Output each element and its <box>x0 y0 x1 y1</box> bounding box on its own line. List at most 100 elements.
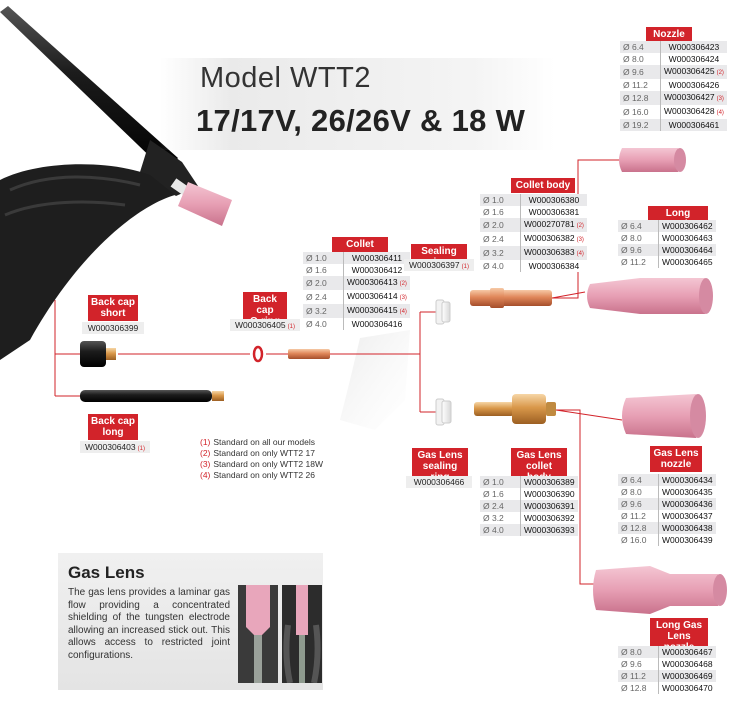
back-cap-long-code: W000306403(1) <box>80 441 150 453</box>
article-number: W000306415 <box>347 305 398 315</box>
footnotes: (1)Standard on all our models(2)Standard… <box>200 437 323 481</box>
footnote-number: (4) <box>200 470 211 480</box>
article-number: W000270781 <box>524 219 575 229</box>
article-number: W000306434 <box>662 475 713 485</box>
article-cell: W000306389 <box>520 476 578 488</box>
diameter-cell: Ø 11.2 <box>618 670 659 682</box>
article-number: W000306413 <box>347 277 398 287</box>
footnote-item: (4)Standard on only WTT2 26 <box>200 470 323 481</box>
article-cell: W000306412 <box>343 264 410 276</box>
article-cell: W000306437 <box>658 510 716 522</box>
torch-drawing <box>0 6 232 360</box>
article-number: W000306468 <box>662 659 713 669</box>
footnote-item: (3)Standard on only WTT2 18W <box>200 459 323 470</box>
diameter-cell: Ø 2.0 <box>480 218 521 232</box>
diameter-cell: Ø 8.0 <box>618 486 659 498</box>
nozzle-label: Nozzle <box>646 27 692 42</box>
article-cell: W000306426 <box>660 79 727 91</box>
article-cell: W000306383(4) <box>520 246 587 260</box>
gas-lens-sealing-ring-code: W000306466 <box>406 476 472 488</box>
article-number: W000306467 <box>662 647 713 657</box>
diameter-cell: Ø 2.4 <box>480 500 521 512</box>
collet-label: Collet <box>332 237 388 252</box>
article-cell: W000306380 <box>520 194 587 206</box>
article-number: W000306425 <box>664 66 715 76</box>
article-cell: W000270781(2) <box>520 218 587 232</box>
article-number: W000306463 <box>662 233 713 243</box>
footnote-ref: (4) <box>576 251 584 257</box>
diameter-cell: Ø 9.6 <box>618 244 659 256</box>
article-cell: W000306468 <box>658 658 716 670</box>
footnote-text: Standard on only WTT2 18W <box>213 459 323 469</box>
diameter-cell: Ø 8.0 <box>620 53 661 65</box>
sealing-ring-code: W000306397(1) <box>404 259 474 271</box>
torch-head-outline <box>340 330 410 430</box>
gas-lens-description: The gas lens provides a laminar gas flow… <box>68 587 230 661</box>
back-cap-short-drawing <box>80 341 116 367</box>
article-cell: W000306392 <box>520 512 578 524</box>
footnote-ref: (2) <box>716 70 724 76</box>
article-number: W000306439 <box>662 535 713 545</box>
article-cell: W000306465 <box>658 256 716 268</box>
diameter-cell: Ø 8.0 <box>618 646 659 658</box>
gas-lens-title: Gas Lens <box>68 563 145 582</box>
article-number: W000306416 <box>351 319 403 329</box>
article-cell: W000306439 <box>658 534 716 546</box>
article-number: W000306426 <box>668 80 720 90</box>
footnote-number: (1) <box>200 437 211 447</box>
article-number: W000306411 <box>351 253 402 263</box>
article-cell: W000306425(2) <box>660 65 727 79</box>
article-cell: W000306390 <box>520 488 578 500</box>
diameter-cell: Ø 6.4 <box>618 220 659 232</box>
collet-drawing <box>288 349 330 359</box>
back-cap-oring-code: W000306405(1) <box>230 319 300 331</box>
article-cell: W000306415(4) <box>343 304 410 318</box>
diameter-cell: Ø 3.2 <box>303 304 344 318</box>
article-number: W000306469 <box>662 671 713 681</box>
article-cell: W000306461 <box>660 119 727 131</box>
article-number: W000306390 <box>524 489 575 499</box>
article-number: W000306470 <box>662 683 713 693</box>
diameter-cell: Ø 12.8 <box>618 682 659 694</box>
diameter-cell: Ø 4.0 <box>303 318 344 330</box>
gas-lens-collet-body-drawing <box>474 394 556 424</box>
diameter-cell: Ø 11.2 <box>618 510 659 522</box>
article-cell: W000306427(3) <box>660 91 727 105</box>
diameter-cell: Ø 3.2 <box>480 512 521 524</box>
article-number: W000306424 <box>668 54 720 64</box>
footnote-text: Standard on only WTT2 26 <box>213 470 315 480</box>
article-cell: W000306462 <box>658 220 716 232</box>
article-number: W000306389 <box>524 477 575 487</box>
footnote-text: Standard on all our models <box>213 437 315 447</box>
article-cell: W000306413(2) <box>343 276 410 290</box>
diameter-cell: Ø 3.2 <box>480 246 521 260</box>
model-variants: 17/17V, 26/26V & 18 W <box>196 103 526 138</box>
article-number: W000306428 <box>664 106 715 116</box>
diameter-cell: Ø 2.0 <box>303 276 344 290</box>
article-cell: W000306381 <box>520 206 587 218</box>
